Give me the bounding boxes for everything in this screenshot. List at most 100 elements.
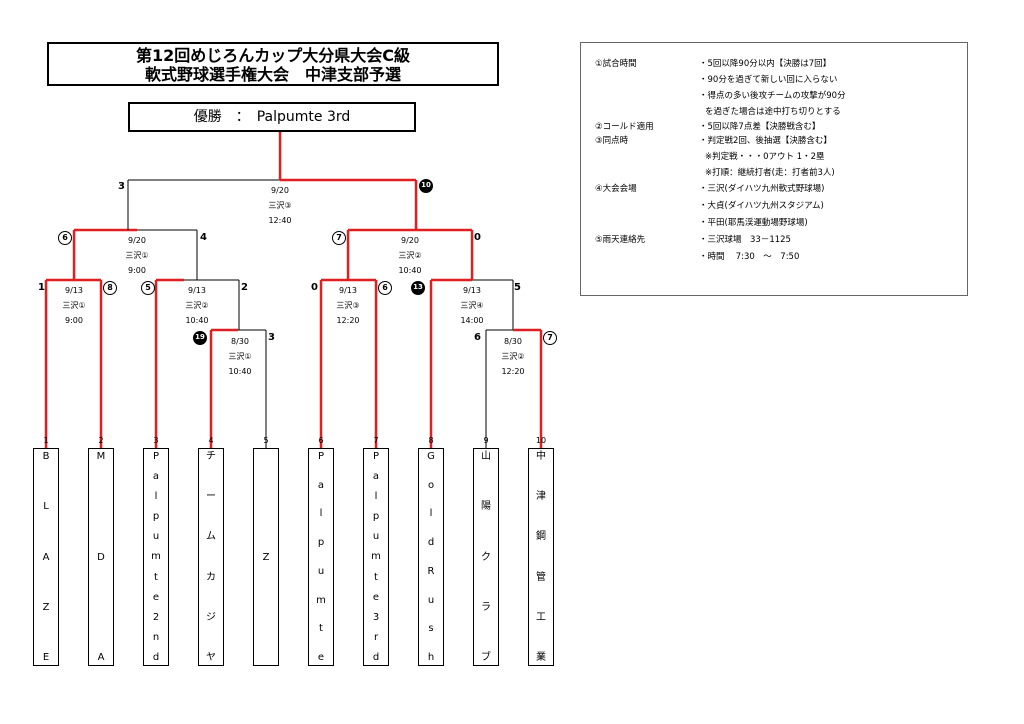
match-info-line: 三沢② <box>501 352 525 361</box>
team-name-char: ヤ <box>206 651 216 663</box>
team-name-char: m <box>151 551 161 563</box>
note-line: ※打順：継続打者(走：打者前3人) <box>705 168 835 178</box>
team-name-char: 陽 <box>481 501 491 513</box>
match-info-line: 9:00 <box>128 266 146 275</box>
team-name-char: 津 <box>536 491 546 503</box>
note-label: ②コールド適用 <box>595 122 654 132</box>
team-name-char: P <box>152 451 160 462</box>
team-name-char: o <box>427 479 435 491</box>
note-line: ・90分を過ぎて新しい回に入らない <box>699 75 838 85</box>
team-name-char: 鋼 <box>536 531 546 543</box>
team-name-char: P <box>317 451 325 462</box>
team-name-char: n <box>152 631 160 643</box>
team-name-char: D <box>97 551 105 563</box>
team-name-box: チームカジヤ <box>198 448 224 666</box>
tournament-title: 第12回めじろんカップ大分県大会C級 軟式野球選手権大会 中津支部予選 <box>47 42 499 86</box>
team-name-char: 管 <box>536 571 546 583</box>
team-name-char: e <box>152 591 160 603</box>
note-line: ※判定戦・・・0アウト 1・2塁 <box>705 152 825 162</box>
team-name-char: u <box>372 531 380 543</box>
team-name-char: p <box>152 511 160 523</box>
note-line: ・三沢球場 33－1125 <box>699 235 791 245</box>
match-info-line: 9/20 <box>128 236 146 245</box>
winner-score-badge: 5 <box>141 281 155 295</box>
note-line: ・5回以降7点差【決勝戦含む】 <box>699 122 821 132</box>
team-name-char: d <box>427 537 435 549</box>
note-tie: ③同点時 ・判定戦2回、後抽選【決勝含む】 ※判定戦・・・0アウト 1・2塁 ※… <box>595 134 955 178</box>
match-info-line: 10:40 <box>185 316 209 325</box>
title-line-1: 第12回めじろんカップ大分県大会C級 <box>135 46 410 65</box>
score-label: 2 <box>241 282 248 293</box>
match-info-line: 三沢③ <box>336 301 360 310</box>
team-name-char: ー <box>206 491 216 503</box>
team-name-char: ク <box>481 551 491 563</box>
match-info-line: 三沢② <box>398 251 422 260</box>
team-number: 10 <box>535 436 547 445</box>
team-name-char: l <box>319 508 323 520</box>
match-info-line: 10:40 <box>398 266 422 275</box>
team-name-char: m <box>371 551 381 563</box>
team-name-char: Z <box>42 601 50 613</box>
note-label: ④大会会場 <box>595 184 637 194</box>
match-info-line: 三沢① <box>228 352 252 361</box>
winner-banner: 優勝 ： Palpumte 3rd <box>128 102 416 132</box>
team-name-char: 中 <box>536 451 546 462</box>
team-name-char: p <box>317 537 325 549</box>
score-label: 4 <box>200 232 207 243</box>
team-name-char: ラ <box>481 601 491 613</box>
match-info-line: 8/30 <box>504 337 522 346</box>
team-name-char: 2 <box>152 611 160 623</box>
team-name-char: L <box>43 501 49 513</box>
match-info: 9/13 三沢③ 12:20 <box>313 283 383 328</box>
score-label: 0 <box>311 282 318 293</box>
team-name-char: 業 <box>536 651 546 663</box>
winner-score-badge: 19 <box>193 331 207 345</box>
team-number: 6 <box>318 436 324 445</box>
match-info-line: 三沢② <box>185 301 209 310</box>
team-name-char: e <box>372 591 380 603</box>
team-name-char: P <box>372 451 380 462</box>
match-info-line: 8/30 <box>231 337 249 346</box>
team-name-char: ム <box>206 531 216 543</box>
match-info-line: 14:00 <box>460 316 484 325</box>
score-label: 3 <box>118 181 125 192</box>
team-name-char: a <box>152 471 160 483</box>
team-name-char: ブ <box>481 652 491 663</box>
team-name-char: G <box>427 451 435 462</box>
match-info-line: 12:20 <box>336 316 360 325</box>
note-line: ・得点の多い後攻チームの攻撃が90分 <box>699 91 846 101</box>
team-name-char: u <box>427 594 435 606</box>
team-name-char: M <box>96 451 106 462</box>
team-name-char: R <box>427 565 435 577</box>
team-name-char: ジ <box>206 611 216 623</box>
team-name-char: カ <box>206 571 216 583</box>
team-number: 7 <box>373 436 379 445</box>
score-label: 6 <box>474 332 481 343</box>
team-name-char: m <box>316 594 326 606</box>
note-called-game: ②コールド適用 ・5回以降7点差【決勝戦含む】 <box>595 120 955 134</box>
team-name-char: s <box>428 623 434 635</box>
bracket-lines <box>44 132 543 448</box>
winner-score-badge: 6 <box>378 281 392 295</box>
winner-score-badge: 7 <box>332 231 346 245</box>
match-info-line: 9/13 <box>339 286 357 295</box>
team-name-char: 山 <box>481 451 491 462</box>
team-name-char: p <box>372 511 380 523</box>
note-label: ①試合時間 <box>595 59 637 69</box>
team-name-box: 中津鋼管工業 <box>528 448 554 666</box>
match-info-line: 9/13 <box>188 286 206 295</box>
match-info-line: 9/20 <box>401 236 419 245</box>
match-info-line: 三沢① <box>62 301 86 310</box>
